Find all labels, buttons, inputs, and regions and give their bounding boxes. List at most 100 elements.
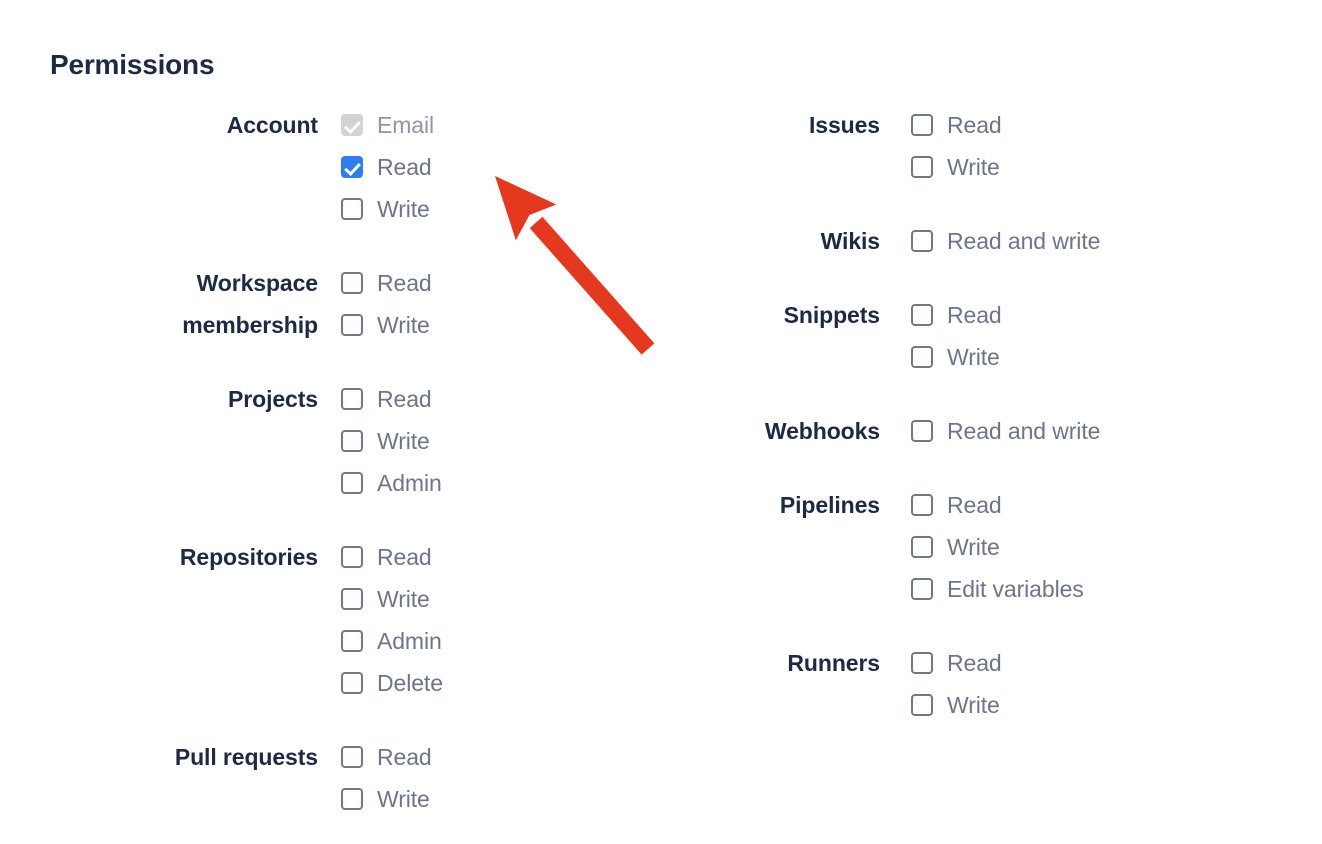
checkbox-projects-admin[interactable] xyxy=(341,472,363,494)
checkbox-repositories-delete[interactable] xyxy=(341,672,363,694)
page-title: Permissions xyxy=(50,49,215,80)
checkbox-label: Write xyxy=(377,427,430,454)
permission-option-row[interactable]: Delete xyxy=(341,662,560,704)
permission-group-label-snippets: Snippets xyxy=(783,302,880,328)
checkbox-repositories-write[interactable] xyxy=(341,588,363,610)
permission-option-row[interactable]: Read xyxy=(341,736,560,778)
checkbox-pipelines-write[interactable] xyxy=(911,536,933,558)
permission-group-label-workspace-membership: Workspace membership xyxy=(182,270,318,338)
permission-option-row[interactable]: Write xyxy=(341,420,560,462)
checkbox-workspace-membership-write[interactable] xyxy=(341,314,363,336)
checkbox-label: Read and write xyxy=(947,227,1101,254)
permission-option-row[interactable]: Write xyxy=(911,336,1220,378)
permission-option-row[interactable]: Write xyxy=(911,146,1220,188)
permission-option-row[interactable]: Read xyxy=(341,378,560,420)
checkbox-repositories-admin[interactable] xyxy=(341,630,363,652)
checkbox-pipelines-edit-variables[interactable] xyxy=(911,578,933,600)
checkbox-label: Read xyxy=(377,743,432,770)
checkbox-label: Write xyxy=(947,153,1000,180)
checkbox-label: Write xyxy=(377,585,430,612)
checkbox-label: Write xyxy=(377,311,430,338)
checkbox-label: Edit variables xyxy=(947,575,1084,602)
permission-option-row[interactable]: Read and write xyxy=(911,410,1220,452)
checkbox-label: Write xyxy=(377,785,430,812)
checkbox-label: Admin xyxy=(377,469,442,496)
permission-option-row[interactable]: Read and write xyxy=(911,220,1220,262)
checkbox-label: Write xyxy=(947,343,1000,370)
checkbox-runners-read[interactable] xyxy=(911,652,933,674)
permission-option-row[interactable]: Admin xyxy=(341,462,560,504)
permission-option-row[interactable]: Read xyxy=(341,536,560,578)
checkbox-label: Admin xyxy=(377,627,442,654)
checkbox-issues-write[interactable] xyxy=(911,156,933,178)
checkbox-label: Write xyxy=(947,691,1000,718)
checkbox-label: Read xyxy=(947,491,1002,518)
checkbox-issues-read[interactable] xyxy=(911,114,933,136)
checkbox-account-read[interactable] xyxy=(341,156,363,178)
checkbox-label: Write xyxy=(947,533,1000,560)
checkbox-label: Read xyxy=(377,385,432,412)
checkbox-label: Email xyxy=(377,111,435,138)
permission-option-row[interactable]: Read xyxy=(911,104,1220,146)
permission-group-label-issues: Issues xyxy=(808,112,880,138)
checkbox-label: Read xyxy=(377,269,432,296)
permission-option-row[interactable]: Write xyxy=(341,578,560,620)
checkbox-repositories-read[interactable] xyxy=(341,546,363,568)
checkbox-snippets-write[interactable] xyxy=(911,346,933,368)
permission-option-row[interactable]: Write xyxy=(911,526,1220,568)
checkbox-wikis-read-and-write[interactable] xyxy=(911,230,933,252)
checkbox-label: Write xyxy=(377,195,430,222)
permission-option-row[interactable]: Read xyxy=(911,642,1220,684)
permission-group-label-repositories: Repositories xyxy=(179,544,318,570)
checkbox-pull-requests-write[interactable] xyxy=(341,788,363,810)
permission-option-row[interactable]: Write xyxy=(341,778,560,820)
checkbox-label: Read xyxy=(947,111,1002,138)
permission-option-row[interactable]: Write xyxy=(911,684,1220,726)
permission-group-label-projects: Projects xyxy=(228,386,318,412)
checkbox-projects-write[interactable] xyxy=(341,430,363,452)
checkbox-label: Read xyxy=(377,543,432,570)
permission-option-row[interactable]: Read xyxy=(911,484,1220,526)
permission-option-row[interactable]: Edit variables xyxy=(911,568,1220,610)
checkbox-workspace-membership-read[interactable] xyxy=(341,272,363,294)
checkbox-projects-read[interactable] xyxy=(341,388,363,410)
permission-option-row[interactable]: Read xyxy=(911,294,1220,336)
permission-option-row[interactable]: Write xyxy=(341,304,560,346)
checkbox-pipelines-read[interactable] xyxy=(911,494,933,516)
permission-option-list: Read and write xyxy=(911,220,1220,262)
checkbox-runners-write[interactable] xyxy=(911,694,933,716)
checkbox-label: Read xyxy=(947,301,1002,328)
permission-group-label-pipelines: Pipelines xyxy=(779,492,880,518)
permission-option-row[interactable]: Read xyxy=(341,262,560,304)
permission-option-row[interactable]: Read xyxy=(341,146,560,188)
permission-option-row[interactable]: Email xyxy=(341,104,560,146)
checkbox-label: Read and write xyxy=(947,417,1101,444)
permission-group-label-account: Account xyxy=(226,112,318,138)
permission-option-row[interactable]: Admin xyxy=(341,620,560,662)
permission-option-row[interactable]: Write xyxy=(341,188,560,230)
checkbox-webhooks-read-and-write[interactable] xyxy=(911,420,933,442)
checkbox-account-write[interactable] xyxy=(341,198,363,220)
permission-group-label-runners: Runners xyxy=(787,650,880,676)
checkbox-label: Read xyxy=(377,153,432,180)
checkbox-snippets-read[interactable] xyxy=(911,304,933,326)
permission-group-label-pull-requests: Pull requests xyxy=(174,744,318,770)
checkbox-pull-requests-read[interactable] xyxy=(341,746,363,768)
